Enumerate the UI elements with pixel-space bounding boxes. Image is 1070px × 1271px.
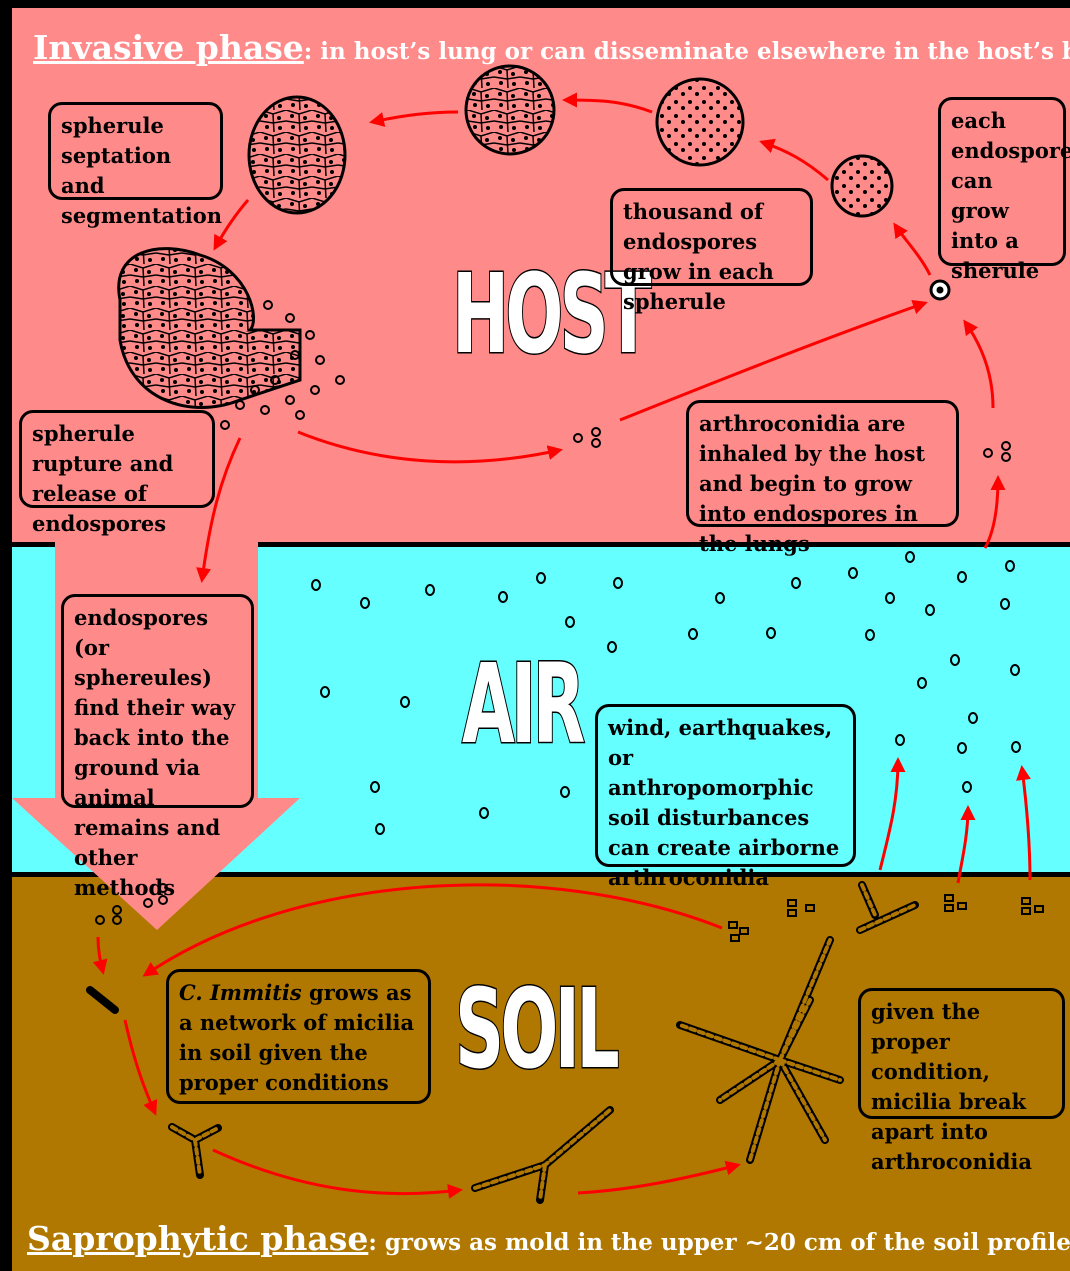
label-inhaled: arthroconidia are inhaled by the host an… xyxy=(686,400,959,556)
saprophytic-phase-description: : grows as mold in the upper ~20 cm of t… xyxy=(368,1229,1070,1256)
invasive-phase-heading: Invasive phase: in host’s lung or can di… xyxy=(33,28,1070,67)
label-each-endospore: each endospore can grow into a sherule xyxy=(938,97,1070,283)
released-endospores xyxy=(220,300,1011,462)
big-down-arrow xyxy=(12,540,300,930)
soil-spores xyxy=(95,883,1044,942)
immitis-description: grows as a network of micilia in soil gi… xyxy=(179,980,415,1095)
label-wind-disturbance: wind, earthquakes, or anthropomorphic so… xyxy=(595,704,856,890)
saprophytic-phase-title: Saprophytic phase xyxy=(27,1219,369,1258)
host-label: HOST xyxy=(451,249,652,380)
spherule-small xyxy=(247,64,951,301)
saprophytic-phase-heading: Saprophytic phase: grows as mold in the … xyxy=(27,1219,1070,1258)
invasive-phase-description: : in host’s lung or can disseminate else… xyxy=(303,38,1070,65)
label-immitis-growth: C. Immitis grows as a network of micilia… xyxy=(166,969,431,1104)
invasive-phase-title: Invasive phase xyxy=(33,28,304,67)
airborne-arthroconidia xyxy=(311,551,1021,835)
soil-region xyxy=(12,877,1070,1271)
label-septation: spherule septation and segmentation xyxy=(48,102,223,228)
hyphae-inner xyxy=(170,883,917,1202)
label-endospores-ground: endospores (or sphereules) find their wa… xyxy=(61,594,254,900)
air-label: AIR xyxy=(461,639,586,770)
label-spherule-rupture: spherule rupture and release of endospor… xyxy=(19,410,215,536)
label-thousand-endospores: thousand of endospores grow in each sphe… xyxy=(610,188,813,314)
spherule-rupturing xyxy=(117,247,302,409)
cycle-arrows xyxy=(92,92,1032,1199)
species-name: C. Immitis xyxy=(179,980,302,1005)
soil-label: SOIL xyxy=(454,964,621,1095)
label-micilia-break: given the proper condition, micilia brea… xyxy=(858,988,1065,1174)
